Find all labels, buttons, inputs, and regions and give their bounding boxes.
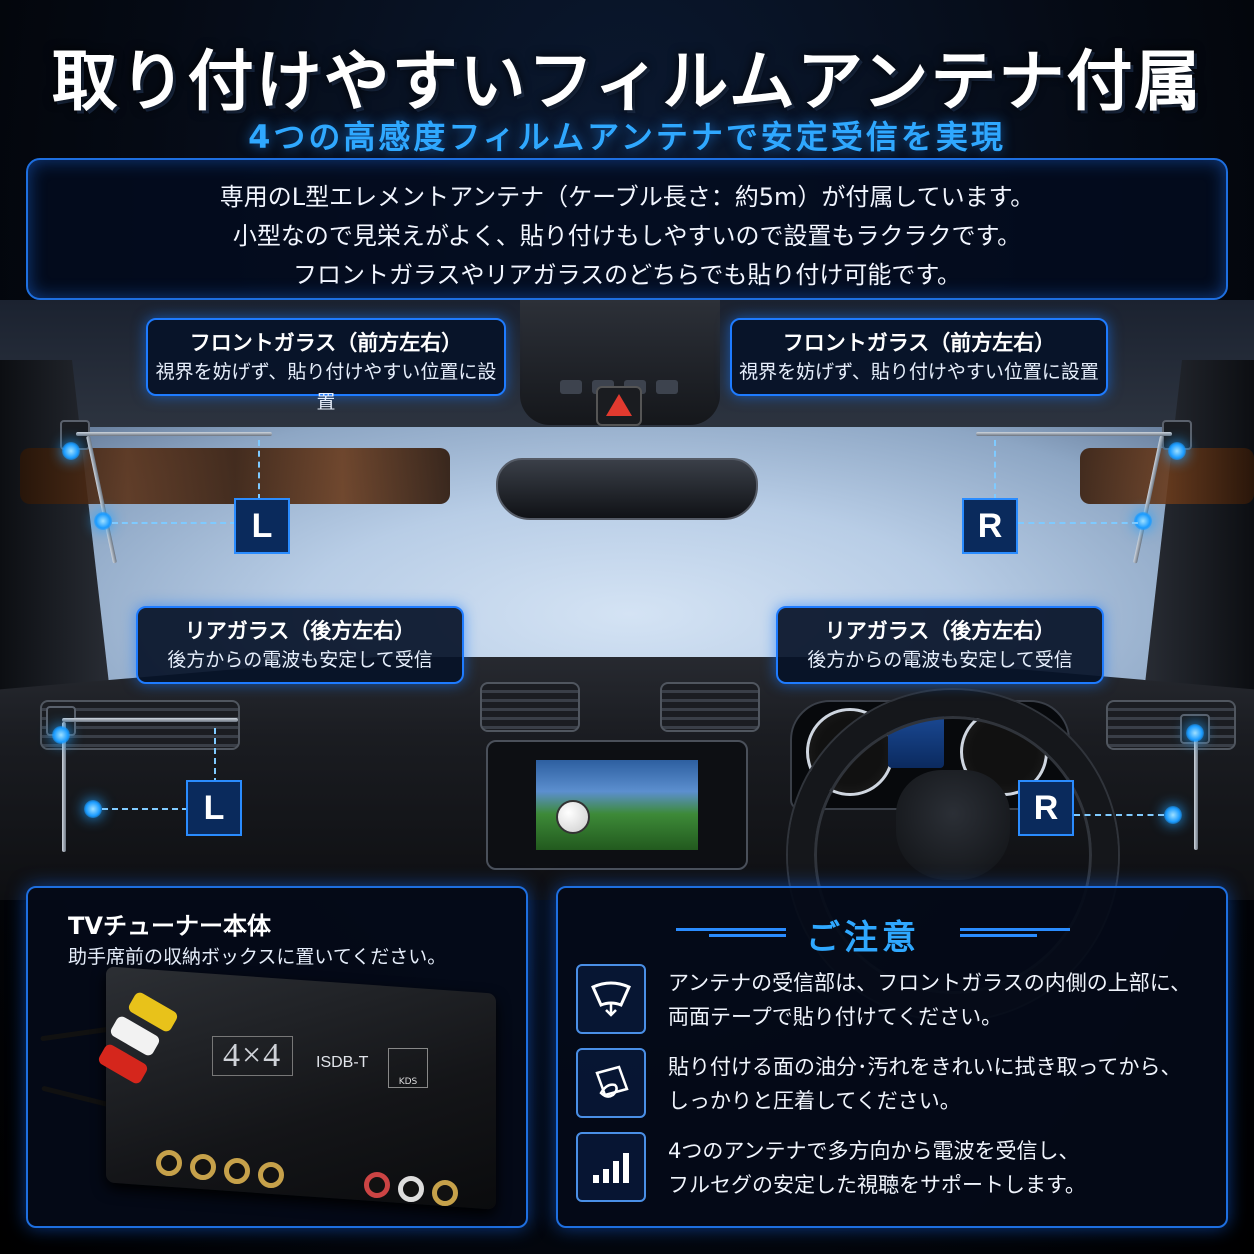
notice-item: アンテナの受信部は、フロントガラスの内側の上部に、 両面テープで貼り付けてくださ…	[576, 964, 1216, 1036]
callout-body: 後方からの電波も安定して受信	[167, 649, 433, 671]
rearview-mirror	[496, 458, 758, 520]
leader-line	[102, 808, 188, 810]
page-title: 取り付けやすいフィルムアンテナ付属	[51, 43, 1203, 120]
callout-body: 視界を妨げず、貼り付けやすい位置に設置	[739, 361, 1099, 383]
callout-front-right: フロントガラス（前方左右） 視界を妨げず、貼り付けやすい位置に設置	[730, 318, 1108, 396]
antenna-element	[976, 432, 1172, 436]
steering-wheel-hub	[896, 770, 1010, 880]
rca-jack	[224, 1158, 250, 1184]
rca-jack	[258, 1162, 284, 1188]
leader-line	[1074, 814, 1164, 816]
notice-panel	[556, 886, 1228, 1228]
notice-text: 4つのアンテナで多方向から電波を受信し、 フルセグの安定した視聴をサポートします…	[668, 1134, 1208, 1202]
notice-line: 貼り付ける面の油分･汚れをきれいに拭き取ってから、	[668, 1055, 1182, 1079]
rca-jack	[432, 1180, 458, 1206]
rca-jack	[398, 1176, 424, 1202]
tuner-title: TVチューナー本体	[68, 912, 271, 940]
rca-jack	[156, 1150, 182, 1176]
hazard-icon	[606, 394, 632, 416]
notice-line: しっかりと圧着してください。	[668, 1089, 961, 1113]
wood-trim-left	[20, 448, 450, 504]
antenna-receiver-icon	[1186, 724, 1204, 742]
tag-rear-left: L	[186, 780, 242, 836]
notice-item: 4つのアンテナで多方向から電波を受信し、 フルセグの安定した視聴をサポートします…	[576, 1132, 1216, 1204]
callout-title: フロントガラス（前方左右）	[782, 331, 1056, 355]
callout-front-left: フロントガラス（前方左右） 視界を妨げず、貼り付けやすい位置に設置	[146, 318, 506, 413]
leader-line	[994, 440, 996, 500]
title-decoration-left	[676, 928, 786, 944]
notice-text: 貼り付ける面の油分･汚れをきれいに拭き取ってから、 しっかりと圧着してください。	[668, 1050, 1208, 1118]
antenna-element	[76, 432, 272, 436]
notice-line: 4つのアンテナで多方向から電波を受信し、	[668, 1139, 1080, 1163]
windshield-icon	[576, 964, 646, 1034]
rca-jack	[190, 1154, 216, 1180]
notice-line: フルセグの安定した視聴をサポートします。	[668, 1173, 1086, 1197]
callout-rear-left: リアガラス（後方左右） 後方からの電波も安定して受信	[136, 606, 464, 684]
air-vent	[480, 682, 580, 732]
soccer-ball-image	[556, 800, 590, 834]
air-vent	[660, 682, 760, 732]
tag-rear-right: R	[1018, 780, 1074, 836]
intro-line: 専用のL型エレメントアンテナ（ケーブル長さ：約5m）が付属しています。	[219, 183, 1035, 211]
notice-title: ご注意	[806, 918, 920, 958]
antenna-element	[1194, 730, 1198, 850]
tuner-description: 助手席前の収納ボックスに置いてください。	[68, 946, 447, 968]
console-button	[656, 380, 678, 394]
device-certification-mark: KDS	[388, 1048, 428, 1088]
signal-bars-icon	[576, 1132, 646, 1202]
tag-front-left: L	[234, 498, 290, 554]
antenna-receiver-icon	[1168, 442, 1186, 460]
antenna-element	[62, 722, 66, 852]
intro-box: 専用のL型エレメントアンテナ（ケーブル長さ：約5m）が付属しています。 小型なの…	[26, 158, 1228, 300]
wood-trim-right	[1080, 448, 1254, 504]
intro-line: 小型なので見栄えがよく、貼り付けもしやすいので設置もラクラクです。	[232, 222, 1022, 250]
console-button	[560, 380, 582, 394]
callout-title: リアガラス（後方左右）	[184, 619, 416, 643]
antenna-receiver-icon	[84, 800, 102, 818]
notice-text: アンテナの受信部は、フロントガラスの内側の上部に、 両面テープで貼り付けてくださ…	[668, 966, 1208, 1034]
rca-jack	[364, 1172, 390, 1198]
notice-line: 両面テープで貼り付けてください。	[668, 1005, 1003, 1029]
notice-item: 貼り付ける面の油分･汚れをきれいに拭き取ってから、 しっかりと圧着してください。	[576, 1048, 1216, 1120]
wipe-hand-icon	[576, 1048, 646, 1118]
antenna-receiver-icon	[94, 512, 112, 530]
antenna-element	[62, 718, 238, 722]
notice-line: アンテナの受信部は、フロントガラスの内側の上部に、	[668, 971, 1192, 995]
leader-line	[214, 728, 216, 784]
title-decoration-right	[960, 928, 1070, 944]
device-standard-label: ISDB-T	[316, 1054, 369, 1071]
callout-title: リアガラス（後方左右）	[824, 619, 1056, 643]
antenna-receiver-icon	[62, 442, 80, 460]
air-vent	[1106, 700, 1236, 750]
device-logo: 4×4	[212, 1036, 294, 1076]
callout-rear-right: リアガラス（後方左右） 後方からの電波も安定して受信	[776, 606, 1104, 684]
callout-title: フロントガラス（前方左右）	[189, 331, 463, 355]
page-subtitle: 4つの高感度フィルムアンテナで安定受信を実現	[248, 118, 1006, 156]
antenna-receiver-icon	[52, 726, 70, 744]
leader-line	[1018, 522, 1138, 524]
leader-line	[112, 522, 236, 524]
antenna-receiver-icon	[1164, 806, 1182, 824]
callout-body: 後方からの電波も安定して受信	[807, 649, 1073, 671]
tag-front-right: R	[962, 498, 1018, 554]
callout-body: 視界を妨げず、貼り付けやすい位置に設置	[155, 361, 497, 413]
leader-line	[258, 440, 260, 500]
antenna-receiver-icon	[1134, 512, 1152, 530]
intro-line: フロントガラスやリアガラスのどちらでも貼り付け可能です。	[293, 261, 961, 289]
